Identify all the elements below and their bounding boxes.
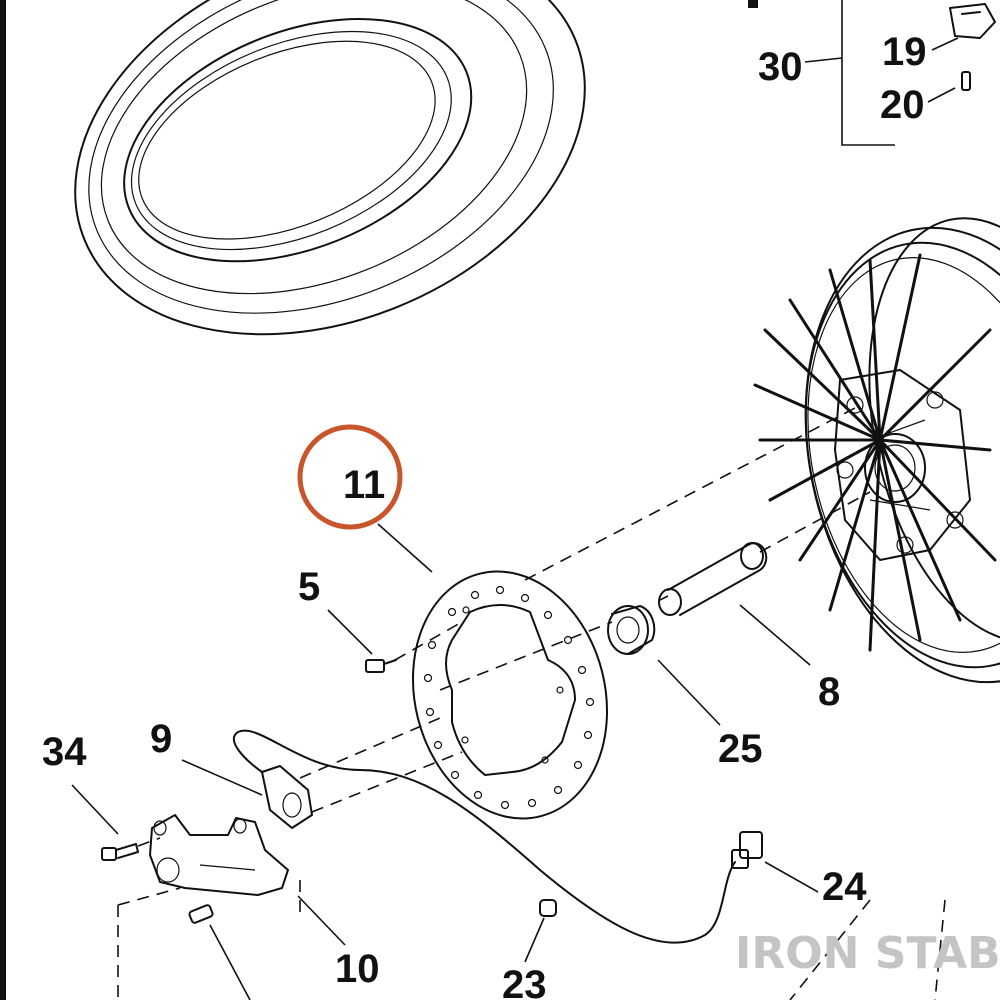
callout-25: 25: [718, 727, 763, 771]
speed-sensor-wire: [232, 729, 736, 944]
callout-8: 8: [818, 670, 840, 714]
left-edge-bar: [0, 0, 6, 1000]
callout-30: 30: [758, 45, 803, 89]
axle-spacer-drawing: [658, 542, 768, 616]
callout-19: 19: [882, 30, 927, 74]
highlight-circle: [297, 424, 403, 530]
connector-drawing: [731, 831, 763, 869]
leader-lines: [71, 37, 959, 1000]
tire-drawing: [74, 0, 586, 336]
spoked-wheel-drawing: [753, 217, 1000, 684]
disc-bolt-drawing: [365, 659, 397, 673]
callout-9: 9: [150, 717, 172, 761]
callout-20: 20: [880, 83, 925, 127]
clip-drawing: [539, 899, 557, 917]
callout-11: 11: [343, 463, 385, 507]
assembly-dashed-lines: [117, 407, 946, 1000]
watermark-text: IRON STABLE: [735, 928, 1000, 979]
wheel-hub: [834, 369, 971, 561]
group-bracket-30: [841, 0, 895, 146]
brake-disc-drawing: [411, 570, 609, 820]
callout-23: 23: [502, 963, 547, 1000]
wheel-spokes: [753, 253, 997, 652]
top-right-parts: [748, 0, 996, 91]
bracket-pin-drawing: [188, 904, 214, 924]
sensor-mount-drawing: [261, 765, 313, 829]
callout-34: 34: [42, 730, 87, 774]
callout-24: 24: [822, 865, 867, 909]
brake-bracket-drawing: [149, 814, 289, 896]
disc-holes: [423, 585, 595, 810]
callout-5: 5: [298, 565, 320, 609]
caliper-bolt-drawing: [101, 843, 139, 861]
wheel-bearing-drawing: [607, 605, 656, 655]
callout-10: 10: [335, 947, 380, 991]
